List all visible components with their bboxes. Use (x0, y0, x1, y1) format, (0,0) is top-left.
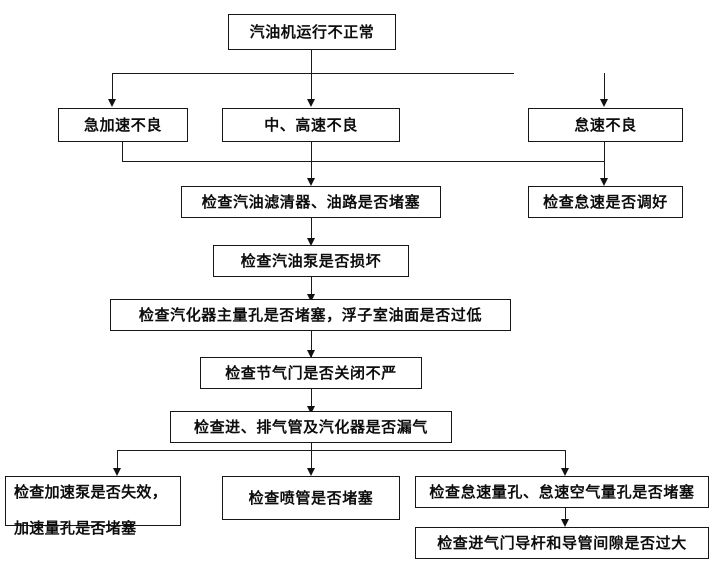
node-check-nozzle[interactable]: 检查喷管是否堵塞 (222, 476, 400, 520)
connector-root-stem (311, 50, 313, 74)
arrow-to-branch-midhigh (307, 99, 315, 107)
node-branch-accel[interactable]: 急加速不良 (58, 108, 188, 142)
connector-accel-down (122, 142, 124, 162)
connector-bus-bottom (117, 450, 566, 452)
node-check-accel-pump-line2: 加速量孔是否堵塞 (14, 519, 137, 538)
node-check-carb-main[interactable]: 检查汽化器主量孔是否堵塞，浮子室油面是否过低 (110, 299, 511, 331)
node-check-accel-pump-line1: 检查加速泵是否失效， (14, 482, 168, 501)
node-check-accel-pump[interactable]: 检查加速泵是否失效， 加速量孔是否堵塞 (5, 476, 181, 537)
arrow-to-check-throttle (307, 350, 315, 358)
connector-leak-stem (311, 443, 313, 451)
arrow-to-check-idle-jets (561, 468, 569, 476)
node-check-throttle[interactable]: 检查节气门是否关闭不严 (200, 357, 422, 389)
node-branch-midhigh[interactable]: 中、高速不良 (222, 108, 400, 142)
connector-bus-top-right-drop (604, 73, 606, 101)
connector-bus-mid (122, 161, 605, 163)
connector-bus-bottom-center-drop (311, 450, 313, 471)
connector-carb-to-throttle (311, 331, 313, 357)
node-check-filter[interactable]: 检查汽油滤清器、油路是否堵塞 (181, 186, 441, 218)
connector-pump-to-carb (311, 277, 313, 301)
connector-filter-to-pump (311, 218, 313, 243)
arrow-to-check-pump (307, 238, 315, 246)
arrow-to-check-carb-main (307, 294, 315, 302)
connector-throttle-to-leak (311, 389, 313, 413)
connector-bus-top (112, 73, 514, 75)
arrow-to-check-filter (307, 178, 315, 186)
connector-midhigh-down (311, 142, 313, 182)
arrow-to-branch-idle (600, 99, 608, 107)
node-branch-idle[interactable]: 怠速不良 (528, 108, 683, 142)
connector-idle-jets-to-valve-guide (565, 508, 567, 524)
arrow-to-check-accel-pump (113, 468, 121, 476)
connector-bus-top-center-drop (311, 73, 313, 101)
arrow-to-check-nozzle (307, 468, 315, 476)
connector-bus-bottom-left-drop (117, 450, 119, 471)
arrow-to-check-leak (307, 406, 315, 414)
connector-bus-top-left-drop (112, 73, 114, 101)
node-root[interactable]: 汽油机运行不正常 (228, 14, 396, 50)
arrow-to-branch-accel (108, 99, 116, 107)
arrow-to-check-idle-adjust (600, 178, 608, 186)
node-check-idle-adjust[interactable]: 检查怠速是否调好 (528, 186, 683, 218)
arrow-to-check-valve-guide (561, 519, 569, 527)
node-check-valve-guide[interactable]: 检查进气门导杆和导管间隙是否过大 (415, 527, 709, 559)
connector-idle-down (604, 142, 606, 182)
node-check-leak[interactable]: 检查进、排气管及汽化器是否漏气 (170, 411, 452, 443)
connector-bus-bottom-right-drop (565, 450, 567, 471)
node-check-pump[interactable]: 检查汽油泵是否损坏 (213, 245, 409, 277)
node-check-idle-jets[interactable]: 检查怠速量孔、怠速空气量孔是否堵塞 (415, 476, 709, 508)
